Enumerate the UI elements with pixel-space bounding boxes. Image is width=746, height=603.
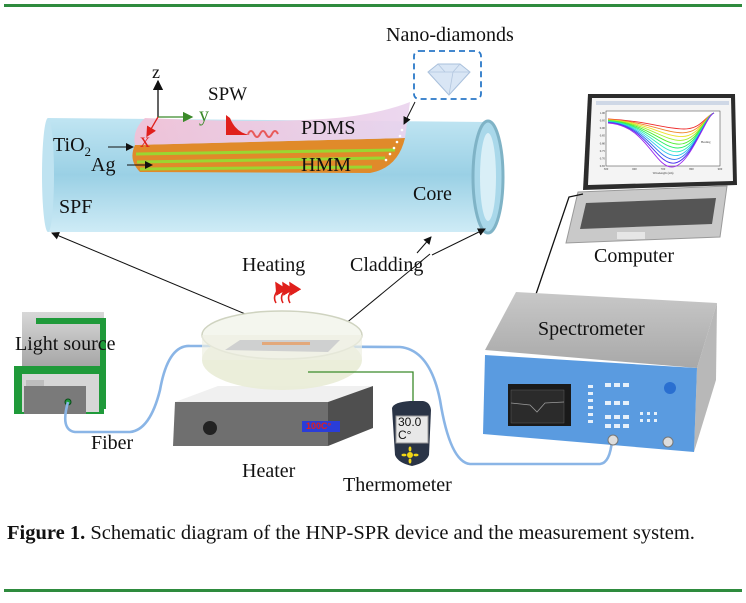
label-cladding: Cladding bbox=[350, 254, 424, 276]
laptop-plot-annotation: Heating bbox=[701, 140, 711, 144]
label-computer: Computer bbox=[594, 245, 674, 267]
laptop-plot-curve bbox=[607, 112, 715, 168]
label-tio2-subscript: 2 bbox=[84, 144, 92, 159]
laptop-plot-ytick: 1.00 bbox=[600, 111, 606, 115]
label-fiber: Fiber bbox=[91, 432, 134, 454]
cladding-arrow-right bbox=[431, 228, 486, 256]
thermometer-display-value: 30.0 bbox=[398, 415, 422, 429]
top-rule bbox=[4, 4, 742, 7]
label-core: Core bbox=[413, 183, 452, 205]
label-heater: Heater bbox=[242, 460, 296, 482]
caption-label: Figure 1. bbox=[7, 522, 86, 544]
label-x-axis: x bbox=[140, 130, 150, 152]
thermometer-display-unit: C° bbox=[398, 428, 412, 442]
laptop-plot-xtick: 900 bbox=[718, 167, 723, 171]
pdms-film bbox=[134, 102, 410, 145]
spectrometer bbox=[483, 292, 717, 452]
label-thermometer: Thermometer bbox=[343, 474, 452, 496]
cladding-arrow-core bbox=[416, 236, 432, 254]
optical-fiber-cable bbox=[63, 344, 614, 466]
laptop-plot-frame bbox=[605, 110, 721, 167]
light-source-box bbox=[14, 312, 106, 414]
laptop-plot-ytick: 0.80 bbox=[600, 141, 606, 145]
laptop-plot-xtick: 600 bbox=[632, 167, 637, 171]
figure-caption: Figure 1. Schematic diagram of the HNP-S… bbox=[7, 521, 739, 546]
heater-display-text: 100C° bbox=[306, 421, 332, 431]
nano-diamond-callout bbox=[403, 50, 482, 125]
laptop-plot-xtick: 500 bbox=[604, 167, 609, 171]
computer-cable bbox=[533, 193, 584, 301]
heater bbox=[173, 386, 373, 446]
thermometer bbox=[392, 371, 431, 466]
label-ag: Ag bbox=[91, 154, 116, 176]
laptop-plot-ytick: 0.65 bbox=[600, 164, 606, 168]
label-spf: SPF bbox=[59, 196, 93, 218]
thermometer-display bbox=[395, 415, 429, 444]
zoom-line-left bbox=[51, 232, 256, 319]
sun-icon bbox=[401, 446, 419, 464]
label-y-axis: y bbox=[199, 104, 209, 126]
bottom-rule bbox=[4, 589, 742, 592]
label-pdms: PDMS bbox=[301, 117, 356, 139]
label-light-source: Light source bbox=[15, 333, 116, 355]
heating-icon bbox=[273, 281, 302, 304]
laptop-plot-ytick: 0.85 bbox=[600, 134, 606, 138]
spw-wave-icon bbox=[226, 115, 279, 138]
label-heating: Heating bbox=[242, 254, 306, 276]
laptop-plot-xtick: 700 bbox=[661, 167, 666, 171]
heater-display bbox=[302, 421, 340, 432]
laptop-plot-xtick: 800 bbox=[689, 167, 694, 171]
label-tio2: TiO2 bbox=[53, 134, 91, 160]
label-spectrometer: Spectrometer bbox=[538, 318, 645, 340]
caption-text: Schematic diagram of the HNP-SPR device … bbox=[85, 522, 695, 544]
laptop-plot-ytick: 0.70 bbox=[600, 156, 606, 160]
nano-diamond-dots bbox=[384, 128, 404, 162]
laptop-plot-xlabel: Wavelength (nm) bbox=[653, 171, 674, 175]
petri-dish bbox=[201, 310, 402, 390]
laptop-plot-ytick: 0.90 bbox=[600, 126, 606, 130]
laptop-plot-ytick: 0.95 bbox=[600, 119, 606, 123]
label-tio2-main: TiO bbox=[53, 134, 85, 156]
label-spw: SPW bbox=[208, 84, 248, 105]
label-hmm: HMM bbox=[301, 154, 352, 176]
label-z-axis: z bbox=[152, 62, 160, 82]
laptop-plot-ytick: 0.75 bbox=[600, 149, 606, 153]
coordinate-axes bbox=[146, 79, 194, 138]
hmm-layers bbox=[132, 138, 405, 173]
spectrometer-buttons bbox=[588, 383, 657, 428]
label-nano-diamonds: Nano-diamonds bbox=[386, 24, 514, 46]
